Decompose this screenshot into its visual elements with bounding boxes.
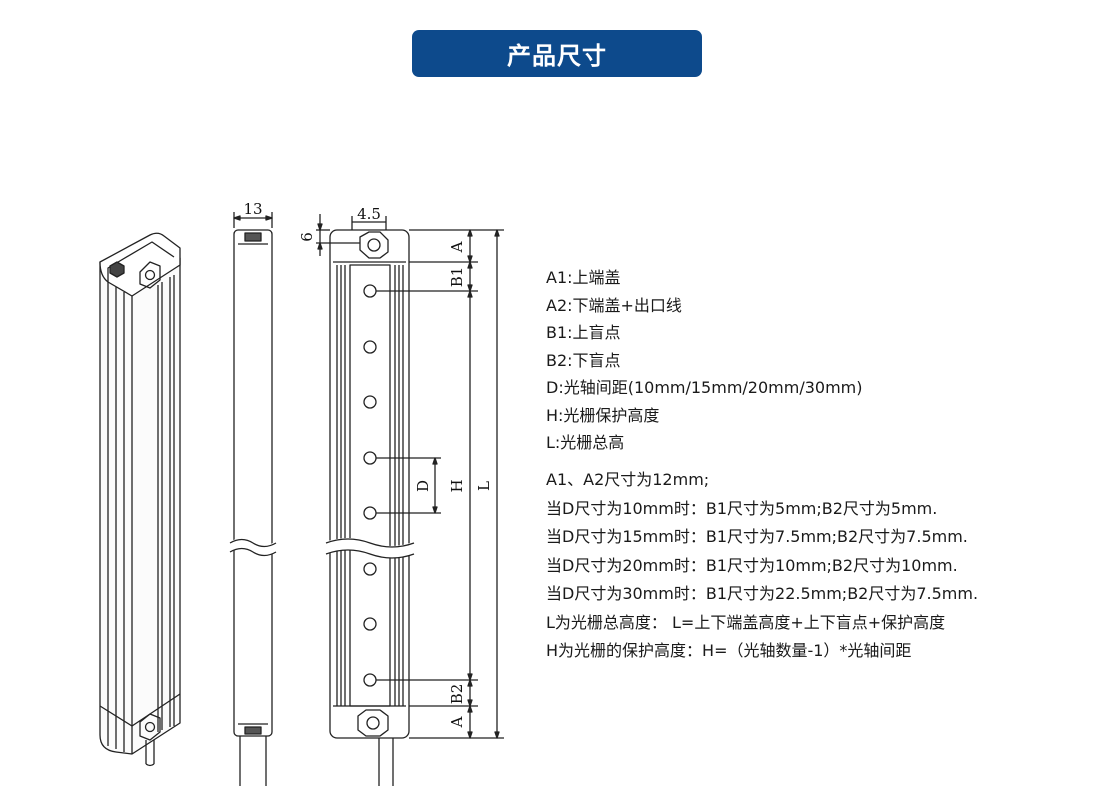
section-title-text: 产品尺寸 bbox=[507, 42, 607, 70]
legend-item: B2:下盲点 bbox=[546, 350, 621, 370]
dim-a-top-label: A bbox=[448, 241, 466, 253]
note-item: L为光栅总高度： L=上下端盖高度+上下盲点+保护高度 bbox=[546, 612, 946, 632]
side-view bbox=[227, 212, 279, 786]
legend-list: A1:上端盖 A2:下端盖+出口线 B1:上盲点 B2:下盲点 D:光轴间距(1… bbox=[546, 264, 863, 457]
legend-item: H:光栅保护高度 bbox=[546, 405, 660, 425]
dim-l-label: L bbox=[475, 481, 493, 491]
perspective-view bbox=[99, 232, 181, 767]
legend-item: D:光轴间距(10mm/15mm/20mm/30mm) bbox=[546, 378, 863, 397]
notes-list: A1、A2尺寸为12mm; 当D尺寸为10mm时：B1尺寸为5mm;B2尺寸为5… bbox=[546, 466, 978, 666]
dim-a-bottom-label: A bbox=[448, 716, 466, 728]
note-item: A1、A2尺寸为12mm; bbox=[546, 470, 710, 489]
front-view bbox=[316, 214, 504, 786]
dim-d-label: D bbox=[414, 480, 432, 492]
dim-width-label: 13 bbox=[243, 200, 262, 218]
dim-h-label: H bbox=[448, 479, 466, 492]
note-item: 当D尺寸为15mm时：B1尺寸为7.5mm;B2尺寸为7.5mm. bbox=[546, 527, 968, 546]
dim-hole-label: 4.5 bbox=[357, 205, 381, 223]
section-title: 产品尺寸 bbox=[412, 30, 702, 77]
dim-b1-label: B1 bbox=[448, 267, 466, 288]
note-item: 当D尺寸为20mm时：B1尺寸为10mm;B2尺寸为10mm. bbox=[546, 555, 958, 575]
legend-item: A2:下端盖+出口线 bbox=[546, 295, 682, 315]
legend-item: L:光栅总高 bbox=[546, 433, 625, 452]
note-item: 当D尺寸为10mm时：B1尺寸为5mm;B2尺寸为5mm. bbox=[546, 498, 938, 518]
dim-top-label: 6 bbox=[298, 232, 316, 242]
note-item: 当D尺寸为30mm时：B1尺寸为22.5mm;B2尺寸为7.5mm. bbox=[546, 584, 979, 603]
legend-item: B1:上盲点 bbox=[546, 323, 621, 342]
note-item: H为光栅的保护高度：H=（光轴数量-1）*光轴间距 bbox=[546, 641, 912, 660]
dim-b2-label: B2 bbox=[448, 684, 466, 705]
legend-item: A1:上端盖 bbox=[546, 268, 621, 287]
